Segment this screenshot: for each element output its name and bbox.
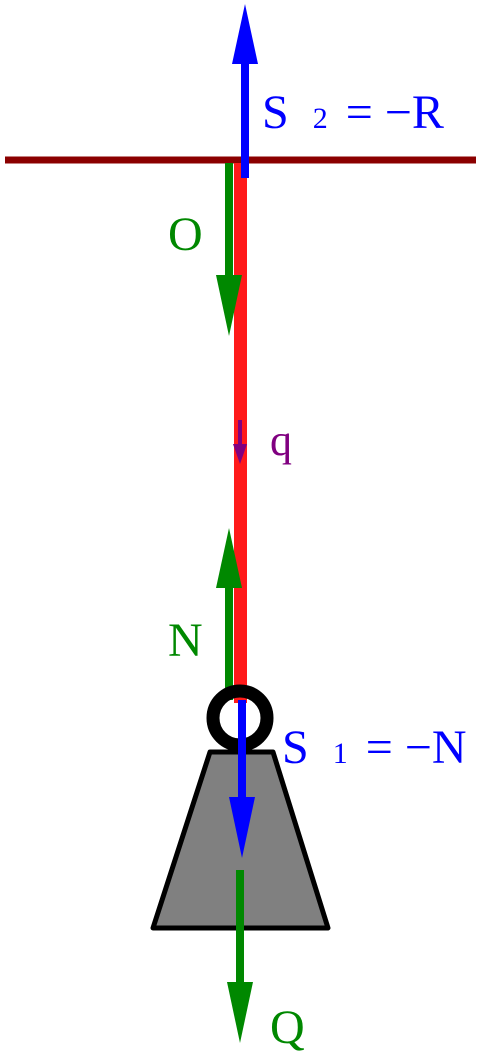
label-q-weight: Q bbox=[270, 1001, 305, 1053]
label-s2-rest: = −R bbox=[346, 86, 444, 139]
force-s1-head bbox=[229, 797, 255, 858]
label-o: O bbox=[168, 208, 203, 261]
force-q-arrow bbox=[233, 420, 247, 464]
force-o-head bbox=[216, 275, 242, 336]
force-q-weight-head bbox=[227, 982, 253, 1043]
force-s2-head bbox=[232, 4, 258, 64]
label-s1-sub: 1 bbox=[333, 737, 348, 770]
label-s1-rest: = −N bbox=[366, 721, 467, 774]
label-q: q bbox=[270, 416, 292, 465]
force-o-arrow bbox=[216, 163, 242, 336]
force-q-head bbox=[233, 444, 247, 464]
force-n-head bbox=[216, 528, 242, 588]
force-s2-arrow bbox=[232, 4, 258, 178]
label-s1: S 1 = −N bbox=[282, 721, 467, 774]
force-q-weight-arrow bbox=[227, 870, 253, 1043]
force-n-arrow bbox=[216, 528, 242, 700]
label-s1-main: S bbox=[282, 721, 309, 774]
force-s1-arrow bbox=[229, 700, 255, 858]
label-s2: S 2 = −R bbox=[262, 86, 444, 139]
label-s2-sub: 2 bbox=[313, 102, 328, 135]
label-s2-main: S bbox=[262, 86, 289, 139]
label-n: N bbox=[168, 614, 203, 667]
